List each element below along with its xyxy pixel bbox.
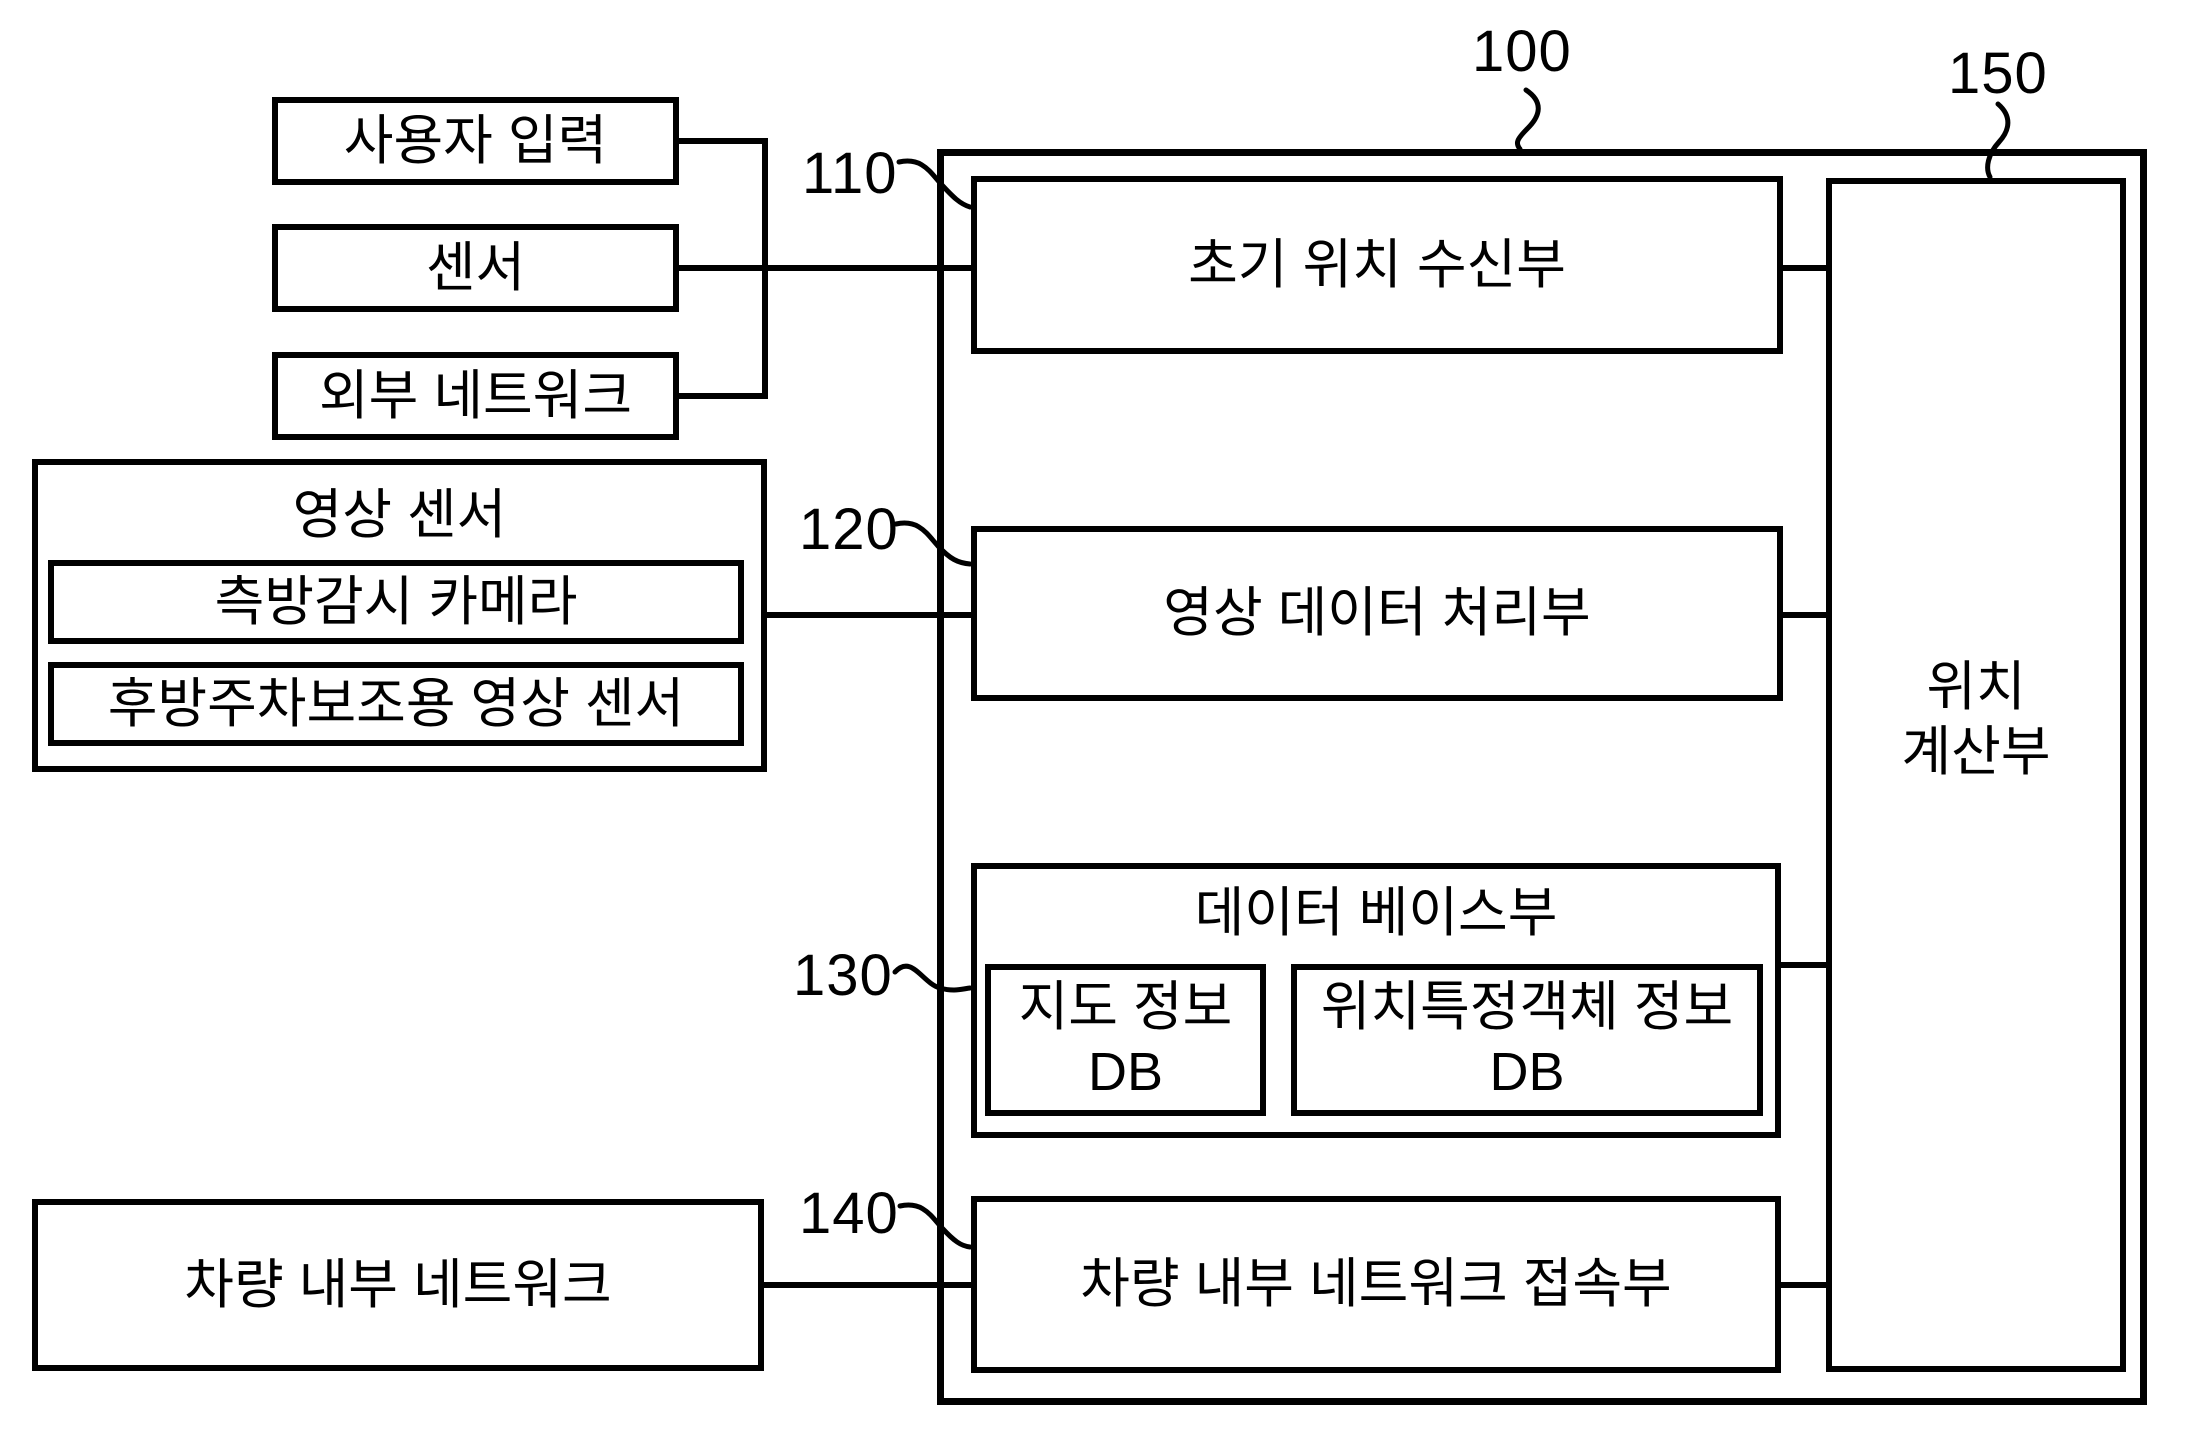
- vehicle-network-label: 차량 내부 네트워크: [184, 1254, 612, 1315]
- database-unit-box: 데이터 베이스부 지도 정보 DB 위치특정객체 정보 DB: [971, 863, 1781, 1138]
- leader-100: [1514, 87, 1541, 152]
- initial-position-receiver-label: 초기 위치 수신부: [1188, 234, 1566, 295]
- rear-parking-sensor-label: 후방주차보조용 영상 센서: [107, 673, 685, 734]
- database-unit-title: 데이터 베이스부: [1194, 883, 1558, 943]
- ref-130: 130: [793, 943, 893, 1008]
- map-db-label-line2: DB: [1087, 1042, 1163, 1102]
- ref-150: 150: [1948, 41, 2048, 106]
- vehicle-network-connector-label: 차량 내부 네트워크 접속부: [1080, 1254, 1672, 1315]
- ref-140: 140: [799, 1181, 899, 1246]
- object-db-label-line1: 위치특정객체 정보: [1320, 977, 1734, 1038]
- map-db-label-line1: 지도 정보: [1018, 977, 1233, 1038]
- image-data-processor-label: 영상 데이터 처리부: [1163, 583, 1591, 644]
- position-calculator-label-line2: 계산부: [1901, 722, 2051, 782]
- main-apparatus-box: [937, 149, 2147, 1405]
- sensor-box: 센서: [272, 224, 679, 312]
- side-camera-label: 측방감시 카메라: [214, 571, 578, 632]
- image-sensor-group-box: 영상 센서 측방감시 카메라 후방주차보조용 영상 센서: [32, 459, 767, 772]
- position-calculator-label-line1: 위치: [1926, 657, 2026, 718]
- ref-120: 120: [799, 497, 899, 562]
- external-network-label: 외부 네트워크: [318, 365, 633, 426]
- ref-110: 110: [802, 141, 898, 206]
- object-db-box: 위치특정객체 정보 DB: [1291, 964, 1763, 1116]
- vehicle-network-connector-box: 차량 내부 네트워크 접속부: [971, 1196, 1781, 1373]
- image-sensor-group-title: 영상 센서: [292, 485, 507, 545]
- map-db-box: 지도 정보 DB: [985, 964, 1266, 1116]
- initial-position-receiver-box: 초기 위치 수신부: [971, 176, 1783, 354]
- image-data-processor-box: 영상 데이터 처리부: [971, 526, 1783, 701]
- sensor-label: 센서: [425, 237, 526, 298]
- side-camera-box: 측방감시 카메라: [48, 560, 744, 644]
- ref-100: 100: [1472, 19, 1572, 84]
- external-network-box: 외부 네트워크: [272, 352, 679, 440]
- user-input-box: 사용자 입력: [272, 97, 679, 185]
- vehicle-network-box: 차량 내부 네트워크: [32, 1199, 764, 1371]
- user-input-label: 사용자 입력: [343, 110, 608, 171]
- position-calculator-box: 위치 계산부: [1826, 178, 2126, 1372]
- object-db-label-line2: DB: [1489, 1042, 1565, 1102]
- rear-parking-sensor-box: 후방주차보조용 영상 센서: [48, 662, 744, 746]
